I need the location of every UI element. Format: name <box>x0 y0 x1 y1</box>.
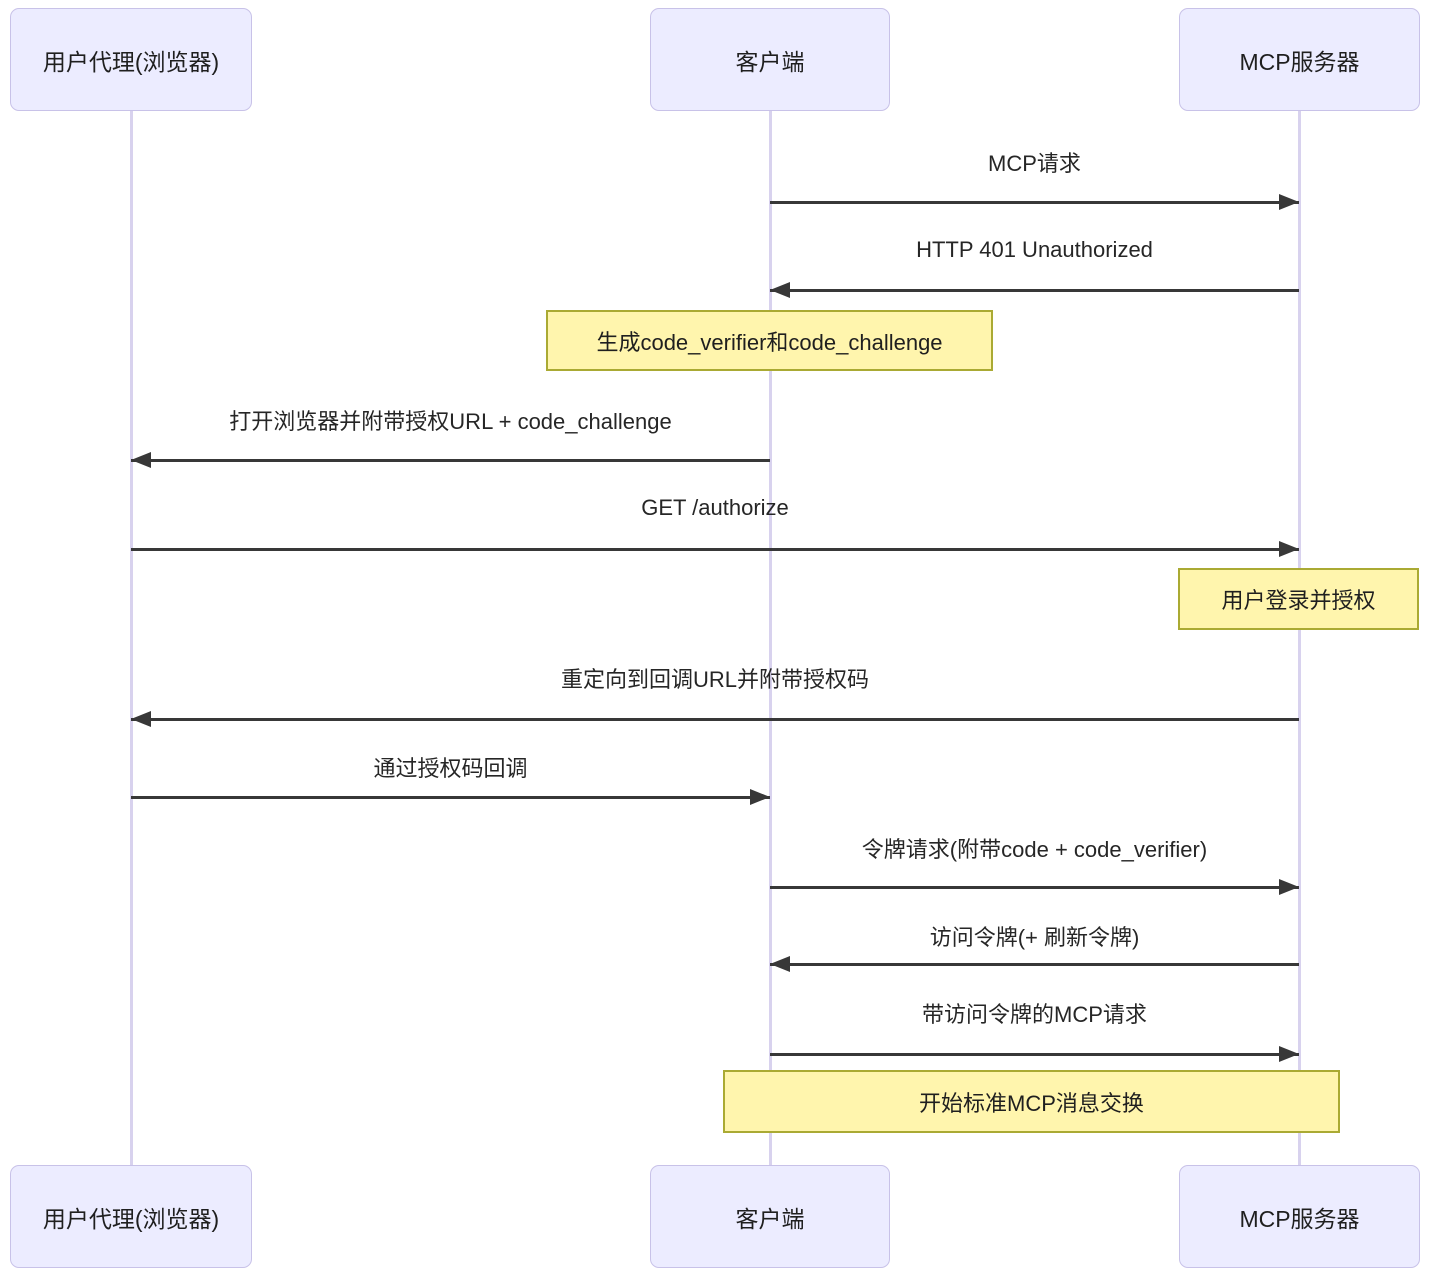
arrowhead-left-icon <box>770 956 790 972</box>
arrow-line <box>770 1052 1299 1056</box>
actor-box-client-bottom: 客户端 <box>650 1165 890 1268</box>
arrow-line <box>131 458 770 462</box>
message-label: 打开浏览器并附带授权URL + code_challenge <box>229 409 672 434</box>
message-arrow <box>770 1045 1299 1063</box>
actor-label-browser: 用户代理(浏览器) <box>42 48 220 75</box>
arrow-line <box>131 547 1299 551</box>
arrow-line <box>770 200 1299 204</box>
message-arrow <box>131 540 1299 558</box>
actor-box-browser-top: 用户代理(浏览器) <box>10 8 252 111</box>
arrowhead-left-icon <box>770 282 790 298</box>
message-arrow <box>770 281 1299 299</box>
arrow-line <box>770 288 1299 292</box>
arrow-line <box>770 885 1299 889</box>
arrowhead-right-icon <box>1279 194 1299 210</box>
actor-box-client-top: 客户端 <box>650 8 890 111</box>
actor-label-client: 客户端 <box>735 48 805 75</box>
message-label: 通过授权码回调 <box>373 756 528 781</box>
message-arrow <box>131 451 770 469</box>
message-arrow <box>770 878 1299 896</box>
actor-label-browser: 用户代理(浏览器) <box>42 1205 220 1232</box>
lifeline-browser <box>129 60 133 1210</box>
message-label: HTTP 401 Unauthorized <box>916 237 1153 262</box>
message-label: 令牌请求(附带code + code_verifier) <box>861 837 1208 862</box>
actor-box-server-bottom: MCP服务器 <box>1179 1165 1420 1268</box>
message-label: MCP请求 <box>988 151 1081 176</box>
arrowhead-right-icon <box>1279 1046 1299 1062</box>
lifeline-server <box>1298 60 1301 1210</box>
message-label: 重定向到回调URL并附带授权码 <box>560 667 869 692</box>
note-generate-code-verifier: 生成code_verifier和code_challenge <box>546 310 993 371</box>
lifeline-client <box>768 60 772 1210</box>
actor-label-server: MCP服务器 <box>1239 1205 1360 1232</box>
actor-label-server: MCP服务器 <box>1239 48 1360 75</box>
arrowhead-right-icon <box>1279 879 1299 895</box>
arrow-line <box>131 795 770 799</box>
note-user-login-authorize: 用户登录并授权 <box>1178 568 1419 630</box>
arrow-line <box>770 962 1299 966</box>
arrowhead-right-icon <box>1279 541 1299 557</box>
message-arrow <box>131 788 770 806</box>
arrowhead-left-icon <box>131 711 151 727</box>
message-arrow <box>770 955 1299 973</box>
actor-box-server-top: MCP服务器 <box>1179 8 1420 111</box>
arrowhead-left-icon <box>131 452 151 468</box>
note-start-standard-mcp-exchange: 开始标准MCP消息交换 <box>723 1070 1340 1133</box>
actor-box-browser-bottom: 用户代理(浏览器) <box>10 1165 252 1268</box>
message-arrow <box>770 193 1299 211</box>
arrow-line <box>131 717 1299 721</box>
message-label: GET /authorize <box>641 495 789 520</box>
message-label: 访问令牌(+ 刷新令牌) <box>929 925 1140 950</box>
arrowhead-right-icon <box>750 789 770 805</box>
message-arrow <box>131 710 1299 728</box>
message-label: 带访问令牌的MCP请求 <box>922 1002 1147 1027</box>
actor-label-client: 客户端 <box>735 1205 805 1232</box>
